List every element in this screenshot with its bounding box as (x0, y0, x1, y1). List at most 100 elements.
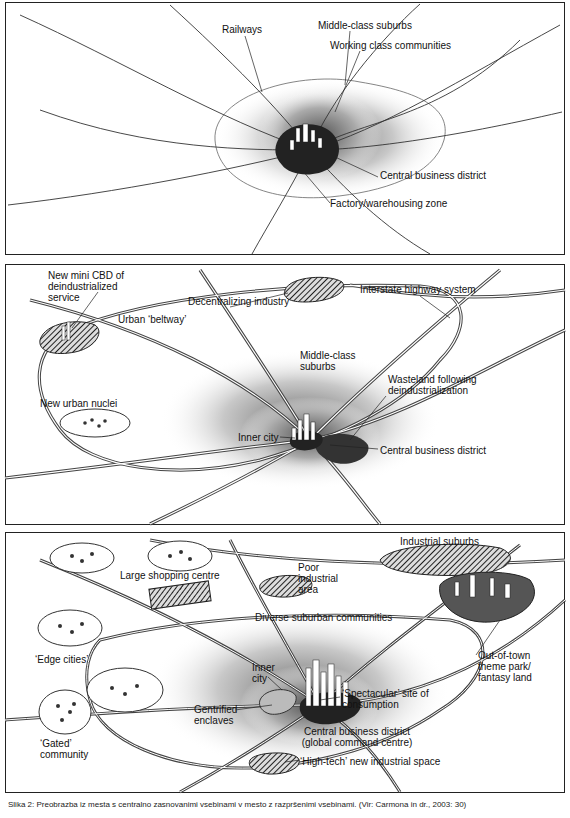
map-label: Railways (222, 24, 282, 35)
panel-three-map-part (306, 660, 348, 706)
map-label: Central business district (380, 445, 510, 456)
panel-two-map-part-part (5, 330, 565, 478)
panel-two-map-part-part (350, 285, 565, 297)
panel-three-map-part-part (87, 615, 483, 768)
panel-frame (6, 3, 565, 793)
map-label: New mini CBD of deindustrialized service (48, 270, 148, 303)
panel-one-map-part-part (310, 40, 520, 150)
panel-three-map-part-part (72, 702, 76, 706)
panel-three-map-part-part (313, 660, 319, 706)
map-label: Wasteland following deindustrialization (388, 374, 518, 396)
panel-one-map-part (275, 124, 339, 174)
panel-three-map-part-part (39, 690, 91, 734)
panel-one-map-part (8, 4, 562, 254)
panel-three-map-part-part (180, 705, 320, 792)
map-label: Central business district (global comman… (292, 726, 422, 748)
figure-caption: Slika 2: Preobrazba iz mesta s centralno… (8, 800, 564, 810)
panel-three-map-part-part (188, 557, 192, 561)
panel-two-map-part (83, 418, 107, 428)
panel-one-map-part-part (302, 170, 330, 203)
panel-two-map-part-part (90, 418, 94, 422)
panel-three-map-part (455, 575, 510, 598)
panel-two-map-part (5, 270, 565, 524)
panel-three-map-part-part (179, 550, 183, 554)
panel-three-map-part (180, 585, 500, 762)
panel-three-map-part (249, 753, 299, 774)
panel-one-map-part-part (296, 128, 300, 142)
panel-three-map-part (5, 540, 565, 792)
panel-frame-part (6, 265, 565, 525)
panel-three-map-part-part (110, 686, 114, 690)
panel-two-map-part-part (298, 420, 302, 440)
panel-three-map-part-part (123, 692, 127, 696)
panel-three-map-part-part (336, 676, 341, 706)
panel-two-map-part (60, 409, 130, 437)
panel-three-map-part-part (321, 672, 326, 706)
panel-three-map-part (440, 572, 535, 622)
panel-one-map-part (290, 124, 322, 150)
panel-one-map-part (258, 90, 382, 180)
map-label: Factory/warehousing zone (330, 198, 470, 209)
panel-one-map-part-part (20, 15, 310, 150)
panel-three-map-part-part (470, 575, 475, 597)
panel-two-map-part-part (150, 440, 310, 524)
map-label: Central business district (380, 170, 510, 181)
panel-one-map-part-part (8, 150, 310, 205)
panel-three-map-part-part (68, 710, 72, 714)
panel-three-map-part-part (56, 704, 60, 708)
panel-two-map-part-part (62, 326, 65, 340)
panel-three-map-part-part (306, 668, 311, 706)
panel-three-map-part-part (235, 705, 272, 710)
panel-three-map-part-part (38, 610, 102, 646)
panel-three-map-part (5, 540, 565, 792)
panel-three-map-part-part (60, 718, 64, 722)
panel-one-map (8, 4, 562, 254)
map-label: New urban nuclei (40, 398, 130, 409)
map-label: Poor industrial area (298, 562, 360, 595)
panel-three-map-part-part (80, 622, 84, 626)
panel-three-map-part-part (180, 585, 183, 590)
panel-two-map-part-part (304, 414, 309, 440)
panel-one-map-part-part (40, 110, 310, 150)
panel-three-map-part (149, 581, 211, 609)
panel-two-map-part-part (350, 285, 565, 297)
panel-two-map-part-part (280, 437, 295, 438)
map-label: Inner city (252, 662, 282, 684)
map-label: Working class communities (330, 40, 470, 51)
panel-three-map-part-part (148, 541, 212, 571)
map-label: Urban ‘beltway’ (118, 314, 208, 325)
panel-frame-part (6, 3, 565, 255)
panel-three-map-part-part (50, 543, 114, 573)
panel-three-map-part-part (135, 684, 139, 688)
map-label: ‘Spectacular’ site of consumption (342, 688, 432, 710)
panel-three-map-part-part (505, 584, 510, 598)
panel-two-map-part-part (30, 300, 380, 524)
map-label: Interstate highway system (360, 284, 500, 295)
panel-two-map-part-part (103, 419, 107, 423)
panel-three-map (5, 540, 565, 792)
map-label: Out-of-town theme park/ fantasy land (478, 650, 553, 683)
panel-one-map-part-part (245, 36, 262, 92)
panel-one-map-part-part (310, 25, 560, 150)
panel-three-map-part-part (80, 559, 84, 563)
panel-two-map (5, 270, 565, 524)
panel-three-map-part-part (285, 760, 300, 762)
map-label: ‘High-tech’ new industrial space (300, 756, 460, 767)
panel-two-map-part (5, 270, 565, 524)
map-label: Industrial suburbs (400, 536, 500, 547)
panel-three-map-part-part (58, 624, 62, 628)
panel-two-map-part-part (83, 421, 87, 425)
panel-one-map-part-part (311, 130, 315, 142)
map-label: ‘Gated’ community (40, 738, 100, 760)
panel-two-map-part (40, 322, 99, 354)
panel-one-map-part-part (303, 124, 308, 142)
panel-one-map-part-part (290, 140, 294, 150)
panel-two-map-part (316, 434, 369, 464)
map-label: Gentrified enclaves (194, 704, 244, 726)
panel-three-map-part-part (268, 677, 282, 690)
map-label: Large shopping centre (120, 570, 230, 581)
panel-three-map-part (38, 541, 212, 734)
panel-two-map-part-part (30, 300, 380, 524)
panel-three-map-part-part (490, 578, 494, 596)
